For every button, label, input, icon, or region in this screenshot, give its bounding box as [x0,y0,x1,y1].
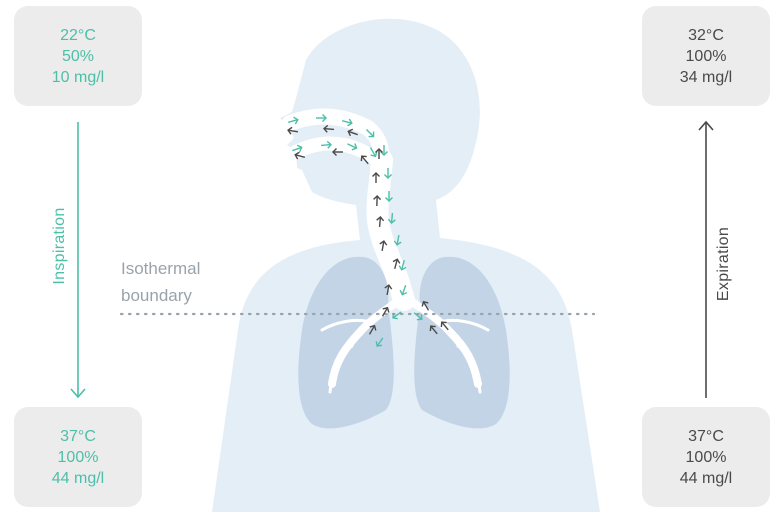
inspiration-label: Inspiration [51,207,69,284]
relative-humidity-value: 100% [58,447,99,468]
absolute-humidity-value: 10 mg/l [52,67,104,88]
temperature-value: 37°C [60,426,96,447]
absolute-humidity-value: 34 mg/l [680,67,732,88]
alveolar-expired-conditions: 37°C 100% 44 mg/l [642,407,770,507]
temperature-value: 22°C [60,25,96,46]
relative-humidity-value: 100% [686,447,727,468]
expiration-label: Expiration [715,227,733,301]
isothermal-label-line-2: boundary [121,282,200,309]
relative-humidity-value: 100% [686,46,727,67]
absolute-humidity-value: 44 mg/l [52,468,104,489]
body-silhouette [212,19,600,512]
alveolar-inspired-conditions: 37°C 100% 44 mg/l [14,407,142,507]
isothermal-label-line-1: Isothermal [121,255,200,282]
inspired-air-conditions: 22°C 50% 10 mg/l [14,6,142,106]
expiration-arrow [699,122,713,398]
temperature-value: 37°C [688,426,724,447]
isothermal-boundary-label: Isothermal boundary [121,255,200,309]
temperature-value: 32°C [688,25,724,46]
absolute-humidity-value: 44 mg/l [680,468,732,489]
expired-air-conditions: 32°C 100% 34 mg/l [642,6,770,106]
inspiration-arrow [71,122,85,397]
relative-humidity-value: 50% [62,46,94,67]
